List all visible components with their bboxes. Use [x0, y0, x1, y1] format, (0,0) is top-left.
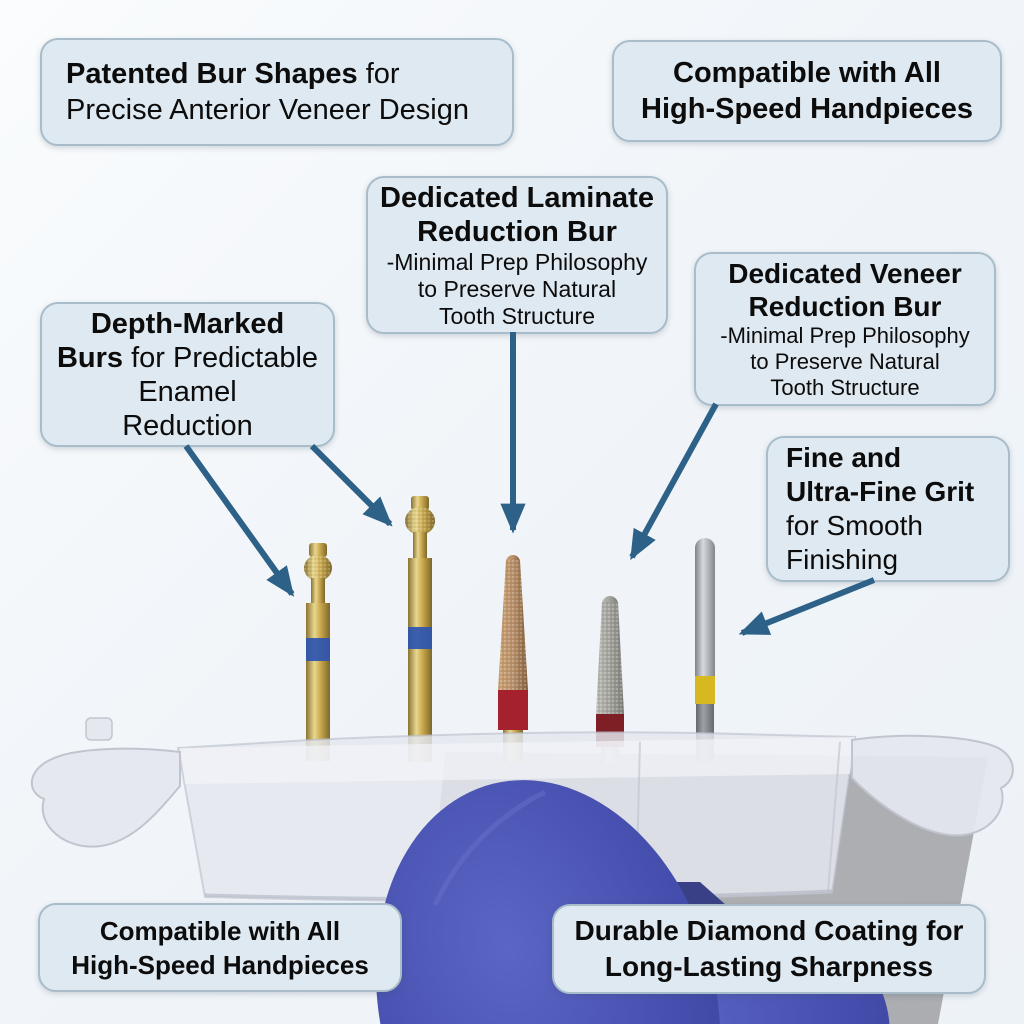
- callout-line: Precise Anterior Veneer Design: [66, 94, 469, 126]
- callout-line: Dedicated Laminate: [380, 181, 654, 214]
- red-grit-band: [498, 690, 528, 730]
- callout-compatible-top: Compatible with All High-Speed Handpiece…: [612, 40, 1002, 142]
- tray-latch-tab: [85, 717, 113, 741]
- callout-line: to Preserve Natural: [750, 349, 940, 374]
- callout-line: Depth-Marked: [90, 307, 285, 340]
- bur-2-depth-marked: [405, 496, 435, 762]
- callout-line: Compatible with All: [99, 915, 341, 946]
- callout-line: Dedicated Veneer: [728, 258, 962, 289]
- tray-left-wing: [30, 747, 181, 848]
- callout-line: Tooth Structure: [770, 375, 920, 400]
- bur-5-fine-finishing: [695, 538, 715, 762]
- callout-durable-diamond-coating: Durable Diamond Coating for Long-Lasting…: [552, 904, 986, 994]
- callout-line: Reduction: [122, 409, 253, 442]
- bur-1-depth-marked: [304, 543, 332, 761]
- callout-fine-grit: Fine and Ultra-Fine Grit for Smooth Fini…: [766, 436, 1010, 582]
- callout-patented-bur-shapes: Patented Bur Shapes for Precise Anterior…: [40, 38, 514, 146]
- yellow-grit-band: [695, 676, 715, 704]
- callout-line: High-Speed Handpieces: [71, 949, 369, 980]
- tray-rim-highlight: [180, 737, 855, 784]
- callout-depth-marked-burs: Depth-Marked Burs for Predictable Enamel…: [40, 302, 335, 447]
- bur-3-laminate-reduction: [498, 555, 528, 762]
- callout-line: Enamel: [138, 375, 237, 408]
- callout-line: Finishing: [786, 544, 899, 575]
- callout-line: Reduction Bur: [417, 215, 617, 248]
- callout-line: Durable Diamond Coating for: [574, 915, 964, 946]
- glove-thumb: [375, 780, 721, 1024]
- callout-line: Reduction Bur: [748, 291, 942, 322]
- callout-line: -Minimal Prep Philosophy: [386, 248, 648, 275]
- callout-line: Compatible with All: [673, 57, 941, 89]
- callout-line: to Preserve Natural: [417, 275, 617, 302]
- callout-line: for Smooth: [786, 510, 923, 541]
- tray-right-wing: [851, 734, 1014, 837]
- blue-depth-band: [408, 627, 432, 649]
- callout-line: Patented Bur Shapes for: [66, 58, 400, 90]
- callout-line: Fine and: [786, 442, 902, 473]
- callout-laminate-reduction-bur: Dedicated Laminate Reduction Bur -Minima…: [366, 176, 668, 334]
- callout-line: Ultra-Fine Grit: [786, 476, 975, 507]
- callout-veneer-reduction-bur: Dedicated Veneer Reduction Bur -Minimal …: [694, 252, 996, 406]
- blue-depth-band: [306, 638, 330, 661]
- callout-line: -Minimal Prep Philosophy: [720, 323, 970, 348]
- callout-compatible-bottom: Compatible with All High-Speed Handpiece…: [38, 903, 402, 992]
- callout-line: Long-Lasting Sharpness: [604, 951, 934, 982]
- callout-line: High-Speed Handpieces: [641, 93, 973, 125]
- callout-line: Tooth Structure: [439, 302, 595, 329]
- callout-line: Burs for Predictable: [56, 341, 319, 374]
